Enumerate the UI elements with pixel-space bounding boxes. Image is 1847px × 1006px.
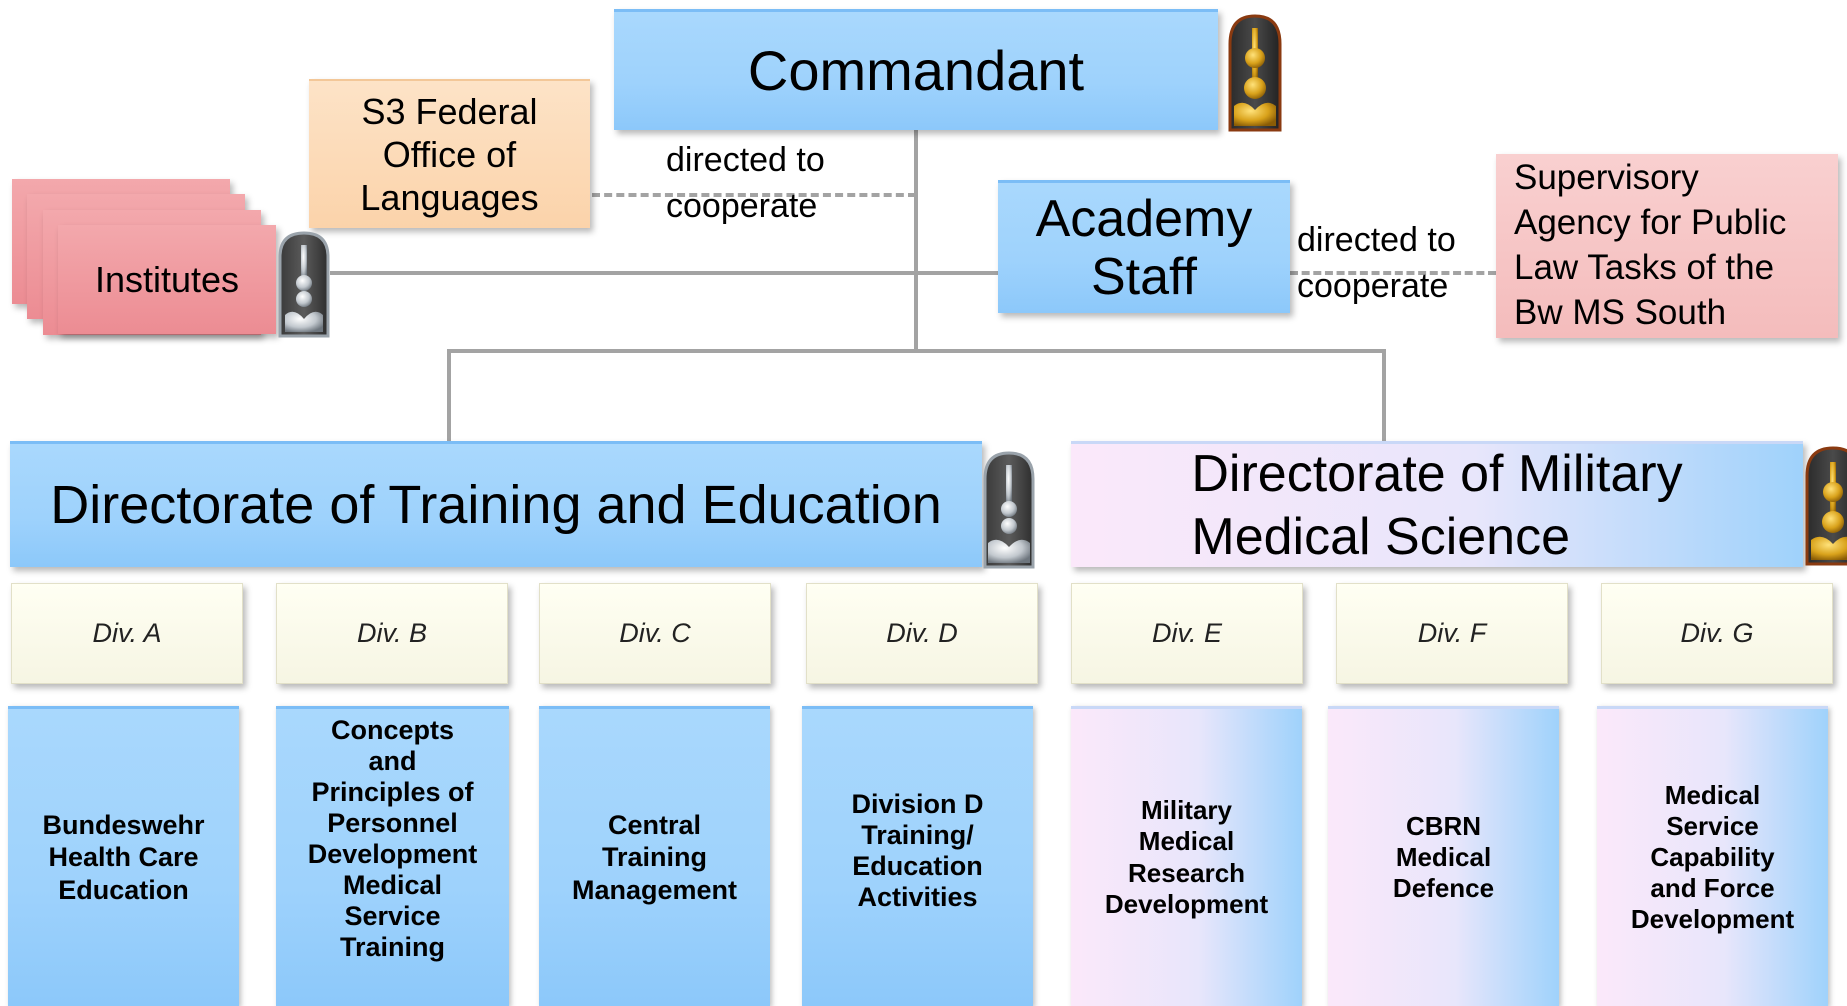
connector-left-drop xyxy=(447,349,451,441)
commandant-label: Commandant xyxy=(747,39,1085,103)
directed-to-cooperate-note-left: directed to cooperate xyxy=(666,141,825,225)
silver-rank-insignia-icon xyxy=(278,231,330,338)
institutes-label: Institutes xyxy=(94,258,240,300)
division-label-d: Div. D xyxy=(886,618,958,649)
unit-label-a: Bundeswehr Health Care Education xyxy=(42,809,205,905)
division-box-g: Div. G xyxy=(1601,583,1833,684)
division-box-f: Div. F xyxy=(1336,583,1568,684)
dashed-connector-s3 xyxy=(592,193,916,197)
connector-right-drop xyxy=(1382,349,1386,441)
gold-rank-insignia-icon xyxy=(1228,14,1282,132)
division-box-c: Div. C xyxy=(539,583,771,684)
connector-horizontal-top xyxy=(447,349,1386,353)
division-label-e: Div. E xyxy=(1151,618,1222,649)
unit-label-d: Division D Training/ Education Activitie… xyxy=(851,789,984,913)
unit-label-g: Medical Service Capability and Force Dev… xyxy=(1630,779,1795,935)
division-label-f: Div. F xyxy=(1417,618,1487,649)
directorate-training-label: Directorate of Training and Education xyxy=(50,475,942,536)
unit-box-f: CBRN Medical Defence xyxy=(1328,706,1559,1006)
s3-federal-office-label: S3 Federal Office of Languages xyxy=(360,90,539,219)
institutes-box: Institutes xyxy=(58,225,276,334)
gold-rank-insignia-icon xyxy=(1805,446,1847,566)
division-label-c: Div. C xyxy=(619,618,691,649)
unit-box-c: Central Training Management xyxy=(539,706,770,1006)
s3-federal-office-box: S3 Federal Office of Languages xyxy=(309,79,590,228)
dashed-connector-supervisory xyxy=(1290,271,1496,275)
division-box-a: Div. A xyxy=(11,583,243,684)
division-label-b: Div. B xyxy=(356,618,427,649)
supervisory-agency-label: Supervisory Agency for Public Law Tasks … xyxy=(1514,158,1787,332)
directorate-medical-label: Directorate of Military Medical Science xyxy=(1191,445,1683,566)
silver-rank-insignia-icon xyxy=(983,451,1035,569)
unit-label-b: Concepts and Principles of Personnel Dev… xyxy=(307,715,478,963)
academy-staff-label: Academy Staff xyxy=(1035,189,1253,306)
supervisory-agency-box: Supervisory Agency for Public Law Tasks … xyxy=(1496,154,1838,338)
division-box-b: Div. B xyxy=(276,583,508,684)
academy-staff-box: Academy Staff xyxy=(998,180,1290,313)
connector-institutes xyxy=(330,271,998,275)
unit-box-a: Bundeswehr Health Care Education xyxy=(8,706,239,1006)
unit-label-e: Military Medical Research Development xyxy=(1104,795,1269,919)
division-box-d: Div. D xyxy=(806,583,1038,684)
division-box-e: Div. E xyxy=(1071,583,1303,684)
unit-box-g: Medical Service Capability and Force Dev… xyxy=(1597,706,1828,1006)
connector-commandant-down xyxy=(914,130,918,351)
division-label-g: Div. G xyxy=(1680,618,1754,649)
unit-label-f: CBRN Medical Defence xyxy=(1392,810,1495,904)
division-label-a: Div. A xyxy=(92,618,162,649)
unit-label-c: Central Training Management xyxy=(571,809,738,905)
directorate-medical-box: Directorate of Military Medical Science xyxy=(1071,441,1803,567)
unit-box-b: Concepts and Principles of Personnel Dev… xyxy=(276,706,509,1006)
unit-box-d: Division D Training/ Education Activitie… xyxy=(802,706,1033,1006)
commandant-box: Commandant xyxy=(614,9,1218,130)
directorate-training-box: Directorate of Training and Education xyxy=(10,441,982,567)
unit-box-e: Military Medical Research Development xyxy=(1071,706,1302,1006)
directed-to-cooperate-note-right: directed to cooperate xyxy=(1297,221,1456,305)
